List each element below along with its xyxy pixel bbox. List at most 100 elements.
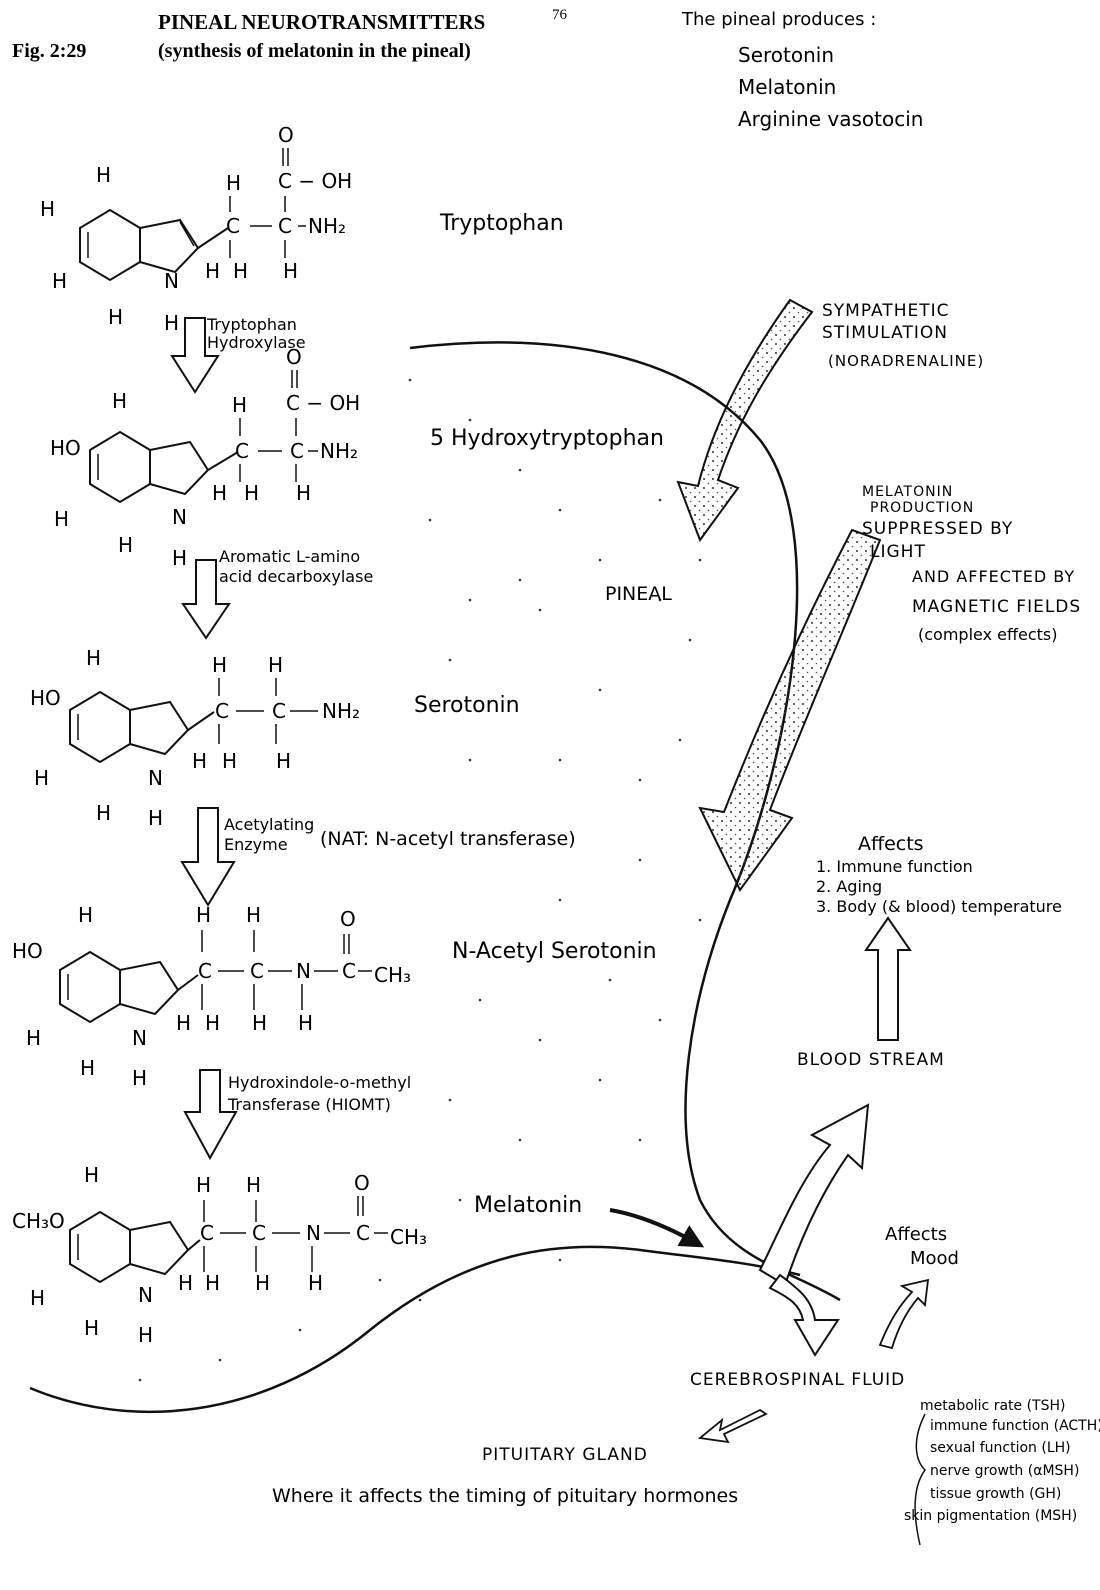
light-line-6: MAGNETIC FIELDS <box>912 597 1081 617</box>
blood-stream-arrow <box>758 1103 870 1287</box>
atom-h: H <box>52 269 67 293</box>
atom-n: N <box>296 959 311 983</box>
atom-h: H <box>118 533 133 557</box>
atom-h: H <box>233 259 248 283</box>
hormone-item-5: tissue growth (GH) <box>930 1486 1061 1502</box>
atom-h: H <box>252 1011 267 1035</box>
blood-stream-branch: BLOOD STREAM Affects 1. Immune function … <box>758 833 1062 1287</box>
atom-h: H <box>196 903 211 927</box>
atom-h: H <box>34 766 49 790</box>
light-line-3: SUPPRESSED BY <box>862 519 1013 539</box>
molecule-tryptophan: H H H H N H H H C H O C − OH C NH₂ H Try… <box>40 123 564 335</box>
label-melatonin: Melatonin <box>474 1193 582 1218</box>
affects-blood-item-2: 2. Aging <box>816 877 882 896</box>
group-nh2: NH₂ <box>322 699 360 723</box>
atom-h: H <box>78 903 93 927</box>
hormone-item-6: skin pigmentation (MSH) <box>904 1508 1077 1524</box>
label-serotonin: Serotonin <box>414 693 520 718</box>
atom-h: H <box>108 305 123 329</box>
light-suppression: MELATONIN PRODUCTION SUPPRESSED BY LIGHT… <box>698 484 1081 892</box>
group-ch3o: CH₃O <box>12 1209 65 1233</box>
pituitary-label: PITUITARY GLAND <box>482 1445 648 1465</box>
synthesis-chain: H H H H N H H H C H O C − OH C NH₂ H Try… <box>12 123 705 1347</box>
atom-h: H <box>176 1011 191 1035</box>
group-cooh: C − OH <box>278 169 352 193</box>
label-tryptophan: Tryptophan <box>439 211 564 236</box>
atom-n: N <box>148 766 163 790</box>
atom-n: N <box>306 1221 321 1245</box>
atom-h: H <box>246 903 261 927</box>
atom-c: C <box>356 1221 370 1245</box>
enzyme-4-line-2: Transferase (HIOMT) <box>227 1095 391 1114</box>
atom-o: O <box>340 907 356 931</box>
atom-h: H <box>222 749 237 773</box>
enzyme-2-line-1: Aromatic L-amino <box>219 547 360 566</box>
atom-c: C <box>235 439 249 463</box>
atom-n: N <box>138 1283 153 1307</box>
sympathetic-line-2: STIMULATION <box>822 323 948 343</box>
csf-branch: Affects Mood CEREBROSPINAL FLUID <box>690 1224 959 1390</box>
pineal-label: PINEAL <box>605 583 672 605</box>
produces-list: The pineal produces : Serotonin Melatoni… <box>681 9 923 131</box>
atom-h: H <box>212 653 227 677</box>
enzyme-1-line-2: Hydroxylase <box>207 333 306 352</box>
atom-h: H <box>148 806 163 830</box>
atom-n: N <box>172 505 187 529</box>
sympathetic-line-3: (NORADRENALINE) <box>828 352 984 370</box>
produces-item-2: Melatonin <box>738 75 836 99</box>
group-nh2: NH₂ <box>308 214 346 238</box>
produces-item-3: Arginine vasotocin <box>738 107 923 131</box>
blood-up-arrow <box>864 916 912 1041</box>
atom-h: H <box>205 259 220 283</box>
atom-h: H <box>212 481 227 505</box>
light-line-4: LIGHT <box>870 542 926 562</box>
atom-n: N <box>132 1026 147 1050</box>
atom-h: H <box>178 1271 193 1295</box>
atom-h: H <box>205 1011 220 1035</box>
group-ho: HO <box>50 436 81 460</box>
mood-arrow <box>878 1278 930 1350</box>
atom-c: C <box>250 959 264 983</box>
label-n-acetyl-serotonin: N-Acetyl Serotonin <box>452 939 657 964</box>
pineal-outline-bottom <box>29 1245 801 1414</box>
atom-h: H <box>246 1173 261 1197</box>
enzyme-1-line-1: Tryptophan <box>206 315 297 334</box>
light-line-7: (complex effects) <box>918 625 1058 644</box>
hormone-item-4: nerve growth (αMSH) <box>930 1463 1079 1479</box>
atom-h: H <box>205 1271 220 1295</box>
atom-h: H <box>26 1026 41 1050</box>
enzyme-2-line-2: acid decarboxylase <box>219 567 373 586</box>
step-arrow-2: Aromatic L-amino acid decarboxylase <box>181 547 373 640</box>
light-line-2: PRODUCTION <box>870 500 974 516</box>
atom-c: C <box>272 699 286 723</box>
light-arrow <box>698 528 882 892</box>
group-ch3: CH₃ <box>390 1225 427 1249</box>
csf-label: CEREBROSPINAL FLUID <box>690 1370 905 1390</box>
atom-c: C <box>278 214 292 238</box>
atom-c: C <box>252 1221 266 1245</box>
indole-ring <box>79 208 200 282</box>
atom-h: H <box>226 171 241 195</box>
hormone-item-2: immune function (ACTH) <box>930 1418 1100 1434</box>
step-arrow-1: Tryptophan Hydroxylase <box>170 315 306 394</box>
atom-h: H <box>86 646 101 670</box>
csf-arrow <box>768 1273 840 1357</box>
atom-h: H <box>40 197 55 221</box>
group-nh2: NH₂ <box>320 439 358 463</box>
blood-stream-label: BLOOD STREAM <box>797 1050 945 1070</box>
atom-h: H <box>84 1163 99 1187</box>
pituitary-arrow <box>697 1408 768 1444</box>
label-5-hydroxytryptophan: 5 Hydroxytryptophan <box>430 426 664 451</box>
atom-h: H <box>138 1323 153 1347</box>
atom-h: H <box>80 1056 95 1080</box>
step-arrow-4: Hydroxindole-o-methyl Transferase (HIOMT… <box>183 1069 411 1161</box>
melatonin-release-arrow <box>609 1208 705 1248</box>
page-title: PINEAL NEUROTRANSMITTERS <box>158 10 485 34</box>
enzyme-3-extra: (NAT: N-acetyl transferase) <box>320 828 576 850</box>
atom-h: H <box>164 311 179 335</box>
molecule-melatonin: H CH₃O H H N H H H C H H C H N H O C CH₃… <box>12 1163 705 1347</box>
light-line-1: MELATONIN <box>862 484 953 500</box>
atom-c: C <box>226 214 240 238</box>
affects-blood-item-1: 1. Immune function <box>816 857 973 876</box>
atom-h: H <box>30 1286 45 1310</box>
